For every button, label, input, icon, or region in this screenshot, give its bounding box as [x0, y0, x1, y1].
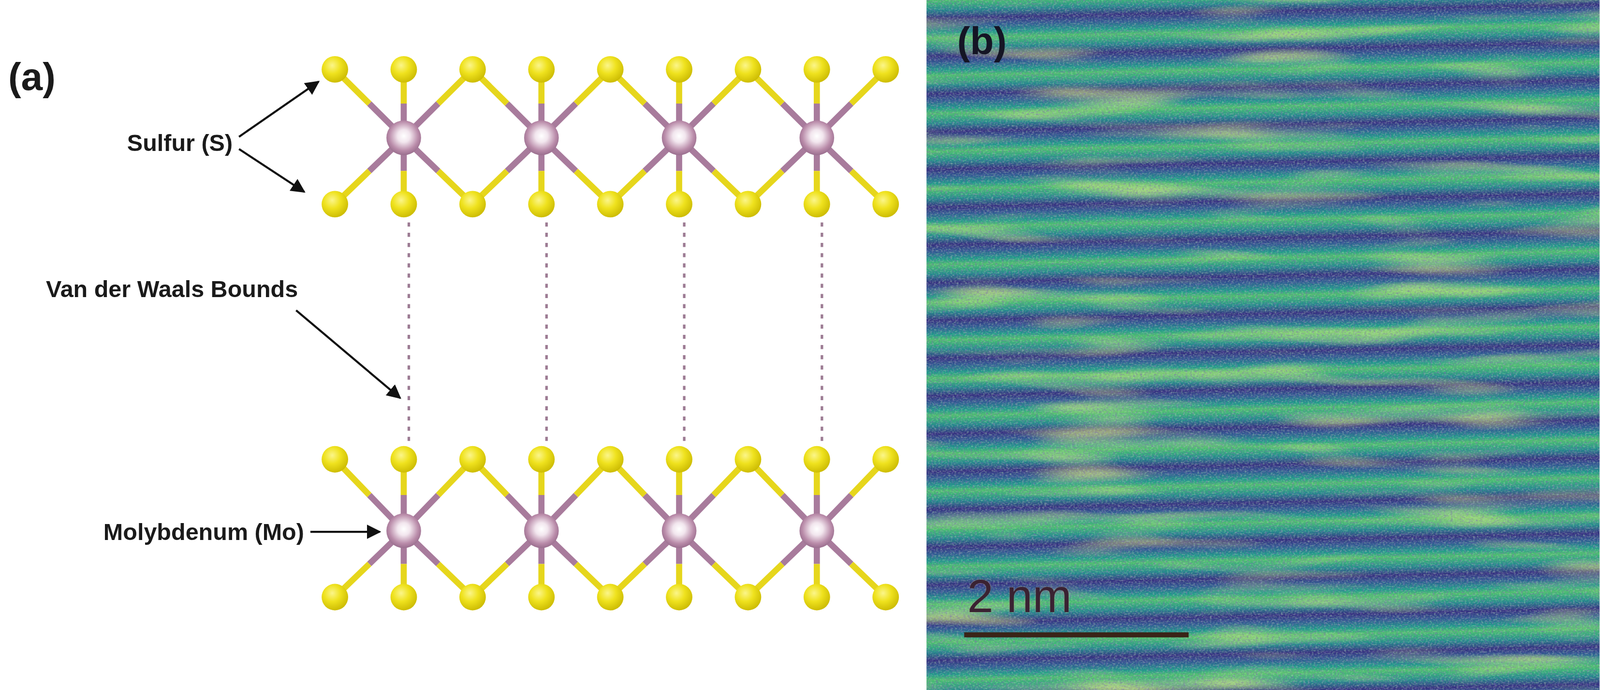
molybdenum-atom — [799, 120, 835, 156]
sulfur-atom — [459, 190, 486, 218]
atoms — [321, 56, 899, 610]
sulfur-atom — [321, 56, 349, 83]
sulfur-atom — [321, 445, 349, 473]
leader-arrow — [238, 148, 305, 192]
sulfur-atom — [872, 583, 899, 611]
sulfur-atom — [390, 190, 418, 218]
sulfur-atom — [528, 583, 555, 611]
sulfur-atom — [597, 190, 624, 218]
tem-bright-bands — [926, 0, 1600, 690]
sulfur-atom — [597, 445, 624, 473]
tem-noise-dark — [926, 0, 1600, 690]
leader-arrow — [238, 81, 319, 137]
vdw-dashes — [409, 222, 823, 445]
sulfur-atom — [459, 445, 486, 473]
tem-stripes — [926, 0, 1600, 690]
bond-sticks — [335, 69, 886, 597]
callout-label: Molybdenum (Mo) — [103, 519, 305, 544]
sulfur-atom — [734, 190, 762, 218]
sulfur-atom — [665, 583, 693, 611]
molybdenum-atom — [386, 120, 422, 156]
molybdenum-atom — [386, 513, 422, 548]
sulfur-atom — [734, 583, 762, 611]
sulfur-atom — [390, 583, 418, 611]
sulfur-atom — [459, 56, 486, 83]
panel-label: (b) — [956, 21, 1007, 60]
vdw-dash-line — [682, 222, 686, 445]
sulfur-atom — [597, 56, 624, 83]
sulfur-atom — [872, 56, 899, 83]
sulfur-atom — [528, 445, 555, 473]
molybdenum-atom — [661, 513, 697, 548]
sulfur-atom — [390, 445, 418, 473]
scale-bar — [964, 631, 1189, 638]
sulfur-atom — [734, 445, 762, 473]
sulfur-atom — [803, 445, 831, 473]
vdw-dash-line — [407, 222, 411, 445]
sulfur-atom — [803, 56, 831, 83]
molybdenum-atom — [799, 513, 835, 548]
sulfur-atom — [459, 583, 486, 611]
tem-noise-light — [926, 0, 1600, 690]
sulfur-atom — [872, 445, 899, 473]
sulfur-atom — [528, 56, 555, 83]
leader-arrow — [310, 530, 380, 533]
sulfur-atom — [734, 56, 762, 83]
molybdenum-atom — [661, 120, 697, 156]
sulfur-atom — [665, 445, 693, 473]
sulfur-atom — [665, 190, 693, 218]
panel-label: (a) — [8, 57, 56, 96]
leader-arrows — [238, 81, 400, 532]
sulfur-atom — [528, 190, 555, 218]
sulfur-atom — [872, 190, 899, 218]
tem-image — [926, 0, 1600, 690]
sulfur-atom — [321, 583, 349, 611]
sulfur-atom — [665, 56, 693, 83]
molybdenum-atom — [524, 120, 559, 156]
sulfur-atom — [321, 190, 349, 218]
scale-bar-label: 2 nm — [967, 572, 1072, 620]
vdw-dash-line — [545, 222, 548, 445]
sulfur-atom — [803, 190, 831, 218]
callout-label: Van der Waals Bounds — [45, 277, 298, 301]
molybdenum-atom — [524, 513, 559, 548]
vdw-dash-line — [820, 222, 823, 445]
callout-label: Sulfur (S) — [127, 131, 233, 155]
sulfur-atom — [597, 583, 624, 611]
leader-arrow — [295, 309, 400, 398]
sulfur-atom — [803, 583, 831, 611]
sulfur-atom — [390, 56, 418, 83]
